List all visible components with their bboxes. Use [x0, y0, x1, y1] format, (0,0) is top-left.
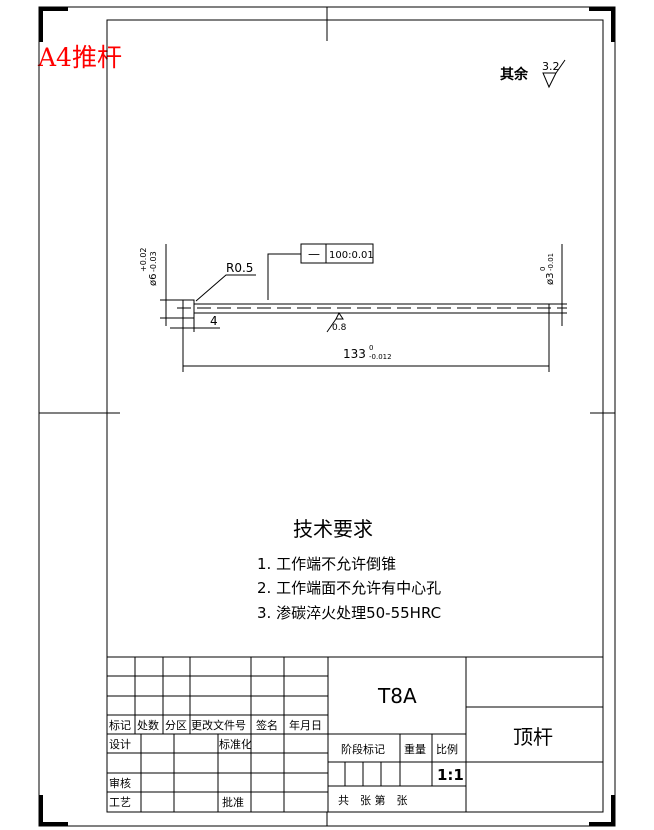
rod-tol-lower: -0.01: [547, 253, 555, 271]
tech-requirement-3: 3. 渗碳淬火处理50-55HRC: [257, 604, 441, 622]
sheet-label: A4推杆: [38, 43, 122, 72]
header-count: 处数: [137, 719, 159, 732]
stage-mark-label: 阶段标记: [341, 742, 385, 756]
rod-diameter-dim: ø3: [545, 273, 556, 285]
surface-roughness: 0.8: [332, 323, 347, 333]
header-change-doc: 更改文件号: [191, 718, 246, 732]
standardization-label: 标准化: [219, 737, 252, 751]
inner-frame: [106, 19, 604, 813]
header-date: 年月日: [289, 718, 322, 732]
approve-label: 批准: [222, 795, 244, 809]
head-diameter-dim: ø6: [148, 274, 159, 286]
header-signature: 签名: [256, 718, 278, 732]
head-length-dim: 4: [210, 314, 218, 328]
total-tol-upper: 0: [369, 344, 373, 352]
sheet-count: 共 张 第 张: [338, 793, 408, 807]
pin-head: [182, 299, 195, 319]
roughness-note-label: 其余: [500, 66, 529, 83]
head-tol-upper: +0.02: [139, 247, 148, 272]
roughness-note-value: 3.2: [542, 60, 560, 73]
process-label: 工艺: [109, 796, 131, 809]
part-view: 4 ø6 +0.02 -0.03 R0.5 — 100:0.01 0.8 133…: [139, 243, 567, 372]
part-name: 顶杆: [513, 725, 553, 749]
straightness-frame: [300, 243, 374, 264]
header-mark: 标记: [109, 718, 131, 732]
straightness-value: 100:0.01: [329, 250, 374, 261]
fillet-dim: R0.5: [226, 261, 253, 275]
title-block: [107, 656, 603, 812]
tech-requirements-heading: 技术要求: [293, 517, 373, 541]
header-zone: 分区: [165, 719, 187, 732]
total-length-dim: 133: [343, 347, 366, 361]
weight-label: 重量: [404, 742, 426, 756]
total-tol-lower: -0.012: [369, 353, 392, 361]
material: T8A: [377, 684, 417, 708]
design-label: 设计: [109, 738, 131, 751]
straightness-symbol: —: [308, 247, 320, 261]
scale-value: 1:1: [437, 766, 464, 784]
review-label: 审核: [109, 776, 131, 790]
tech-requirement-1: 1. 工作端不允许倒锥: [257, 555, 396, 573]
tech-requirement-2: 2. 工作端面不允许有中心孔: [257, 579, 441, 597]
corner-marks: [39, 7, 615, 826]
head-tol-lower: -0.03: [149, 251, 158, 272]
roughness-symbol-icon: [542, 59, 566, 89]
rod-tol-upper: 0: [539, 267, 547, 271]
scale-label: 比例: [436, 742, 458, 756]
outer-border: [38, 6, 616, 827]
